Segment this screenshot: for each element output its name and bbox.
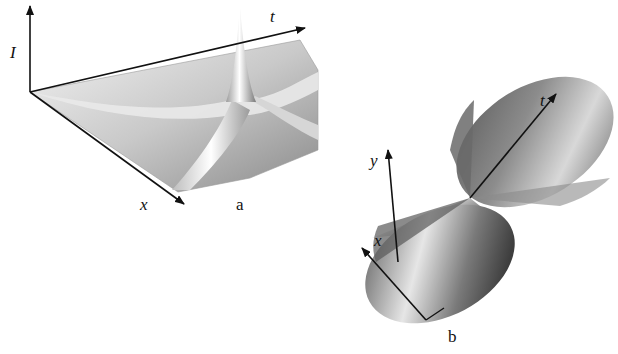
axis-label: I [10,44,16,61]
panel-label: a [236,196,244,213]
axis-label: t [270,8,275,25]
axis-label: t [540,92,545,109]
axis-label: x [140,196,148,213]
axis-label: x [374,232,382,249]
panel-label: b [448,328,457,345]
axis-label: y [370,152,378,169]
